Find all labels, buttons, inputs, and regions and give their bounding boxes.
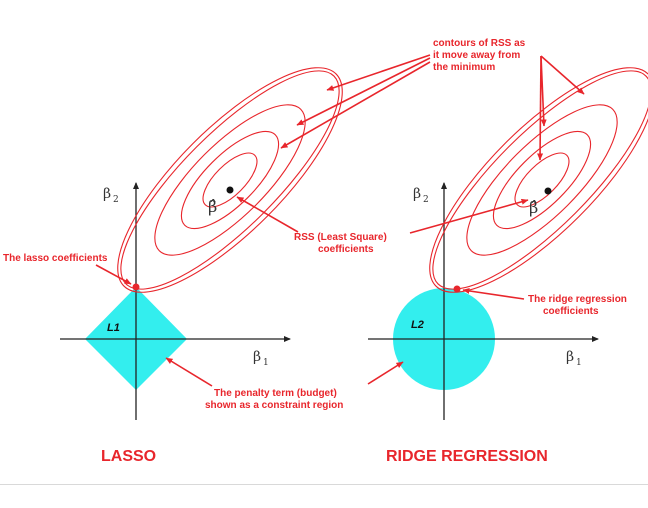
ridge-y-axis-label: β (413, 186, 421, 202)
svg-text:coefficients: coefficients (318, 244, 374, 255)
lasso-y-axis-label: β (103, 186, 111, 202)
lasso-region-label: L1 (107, 322, 120, 334)
lasso-rss-contours (117, 67, 343, 293)
ridge-beta-hat: β̂ (529, 198, 538, 217)
svg-text:it move away from: it move away from (433, 50, 520, 61)
ridge-coefficients-annotation: The ridge regression coefficients (462, 287, 627, 317)
svg-text:contours of RSS as: contours of RSS as (433, 38, 526, 49)
lasso-y-axis-subscript: 2 (113, 195, 119, 205)
penalty-annotation: The penalty term (budget) shown as a con… (165, 357, 404, 411)
svg-text:coefficients: coefficients (543, 306, 599, 317)
svg-text:RSS (Least Square): RSS (Least Square) (294, 232, 387, 243)
ridge-region-label: L2 (411, 319, 424, 331)
svg-text:The penalty term (budget): The penalty term (budget) (214, 388, 337, 399)
ridge-panel: β̂ β 2 β 1 L2 RIDGE REGRESSION (368, 67, 648, 465)
ridge-y-axis-subscript: 2 (423, 195, 429, 205)
contours-annotation: contours of RSS as it move away from the… (280, 38, 585, 161)
lasso-x-axis-label: β (253, 349, 261, 365)
svg-text:shown as a constraint region: shown as a constraint region (205, 400, 343, 411)
ridge-solution-point (453, 285, 461, 293)
svg-text:the minimum: the minimum (433, 62, 495, 73)
lasso-title: LASSO (101, 448, 156, 465)
svg-text:The lasso coefficients: The lasso coefficients (3, 253, 108, 264)
lasso-ols-point (226, 186, 234, 194)
svg-text:The ridge regression: The ridge regression (528, 294, 627, 305)
bottom-divider (0, 484, 648, 485)
lasso-panel: β̂ β 2 β 1 L1 LASSO (60, 67, 343, 465)
lasso-beta-hat: β̂ (208, 197, 217, 216)
ridge-ols-point (544, 187, 552, 195)
lasso-x-axis-subscript: 1 (263, 358, 269, 368)
rss-annotation: RSS (Least Square) coefficients (236, 196, 529, 255)
ridge-title: RIDGE REGRESSION (386, 448, 548, 465)
ridge-x-axis-subscript: 1 (576, 358, 582, 368)
lasso-coefficients-annotation: The lasso coefficients (3, 253, 132, 285)
ridge-x-axis-label: β (566, 349, 574, 365)
lasso-solution-point (132, 283, 140, 291)
ridge-rss-contours (429, 67, 648, 293)
